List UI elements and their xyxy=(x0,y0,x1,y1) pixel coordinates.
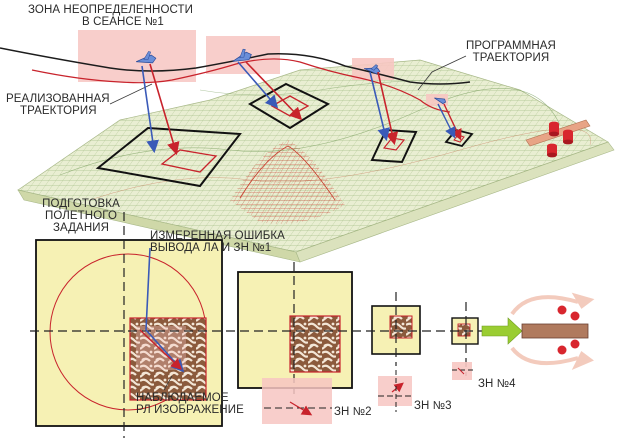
label-uncertainty-zone: ЗОНА НЕОПРЕДЕЛЕННОСТИ В СЕАНСЕ №1 xyxy=(28,4,193,28)
label-realized-trajectory-line1: РЕАЛИЗОВАННАЯ xyxy=(6,93,110,105)
target-marker xyxy=(557,305,567,315)
radar-tile-icon xyxy=(390,316,412,338)
label-measured-error-line1: ИЗМЕРЕННАЯ ОШИБКА xyxy=(150,230,285,242)
aircraft-icons xyxy=(136,48,447,105)
aircraft-icon xyxy=(363,64,381,75)
uncertainty-zones xyxy=(78,30,448,106)
target-marker xyxy=(570,339,580,349)
label-program-trajectory-line2: ТРАЕКТОРИЯ xyxy=(472,52,550,64)
terrain-block xyxy=(17,59,615,263)
target-marker xyxy=(570,311,580,321)
zone-indicators xyxy=(262,362,474,424)
target-strip xyxy=(521,305,589,355)
flight-frame-1 xyxy=(35,239,223,427)
label-program-trajectory: ПРОГРАММНАЯ ТРАЕКТОРИЯ xyxy=(466,40,556,64)
realized-trajectory-line xyxy=(31,58,451,113)
label-realized-trajectory: РЕАЛИЗОВАННАЯ ТРАЕКТОРИЯ xyxy=(6,93,110,117)
measured-error-arrow xyxy=(139,247,185,373)
label-zone-3: ЗН №3 xyxy=(414,400,452,412)
uncertainty-zone-1 xyxy=(78,30,196,82)
label-zone-4: ЗН №4 xyxy=(478,378,516,390)
observed-leader-line xyxy=(163,375,173,391)
label-flight-task-prep-line1: ПОДГОТОВКА xyxy=(42,198,120,210)
aircraft-icon xyxy=(136,51,157,64)
trajectories xyxy=(0,47,471,113)
runway-icon xyxy=(521,323,589,339)
label-measured-error-line2: ВЫВОДА ЛА И ЗН №1 xyxy=(150,242,272,254)
direction-arrows xyxy=(141,61,462,156)
label-uncertainty-zone-line2: В СЕАНСЕ №1 xyxy=(82,16,164,28)
program-trajectory-line xyxy=(0,47,471,85)
label-measured-error: ИЗМЕРЕННАЯ ОШИБКА ВЫВОДА ЛА И ЗН №1 xyxy=(150,230,285,254)
advance-arrow-icon xyxy=(481,317,523,345)
label-flight-task-prep: ПОДГОТОВКА ПОЛЕТНОГО ЗАДАНИЯ xyxy=(32,198,130,234)
approach-swirl xyxy=(510,292,595,370)
flight-frame-2 xyxy=(237,271,353,389)
target-site xyxy=(525,119,591,158)
label-flight-task-prep-line3: ЗАДАНИЯ xyxy=(52,222,110,234)
label-zone-2: ЗН №2 xyxy=(334,406,372,418)
label-observed-image-line1: НАБЛЮДАЕМОЕ xyxy=(136,392,229,404)
aircraft-icon xyxy=(434,97,447,105)
program-leader-line xyxy=(417,55,467,91)
dashed-axes xyxy=(30,212,488,438)
radar-tile-icon xyxy=(290,316,340,372)
target-block-icon xyxy=(547,121,573,158)
aircraft-icon xyxy=(232,48,252,62)
label-observed-image-line2: РЛ ИЗОБРАЖЕНИЕ xyxy=(136,404,244,416)
label-uncertainty-zone-line1: ЗОНА НЕОПРЕДЕЛЕННОСТИ xyxy=(28,4,194,16)
terrain-frame-1 xyxy=(95,126,242,188)
label-flight-task-prep-line2: ПОЛЕТНОГО xyxy=(44,210,117,222)
target-marker xyxy=(557,345,567,355)
label-program-trajectory-line1: ПРОГРАММНАЯ xyxy=(466,40,556,52)
radar-tile-icon xyxy=(458,324,470,336)
label-observed-image: НАБЛЮДАЕМОЕ РЛ ИЗОБРАЖЕНИЕ xyxy=(136,392,244,416)
label-realized-trajectory-line2: ТРАЕКТОРИЯ xyxy=(20,105,97,117)
